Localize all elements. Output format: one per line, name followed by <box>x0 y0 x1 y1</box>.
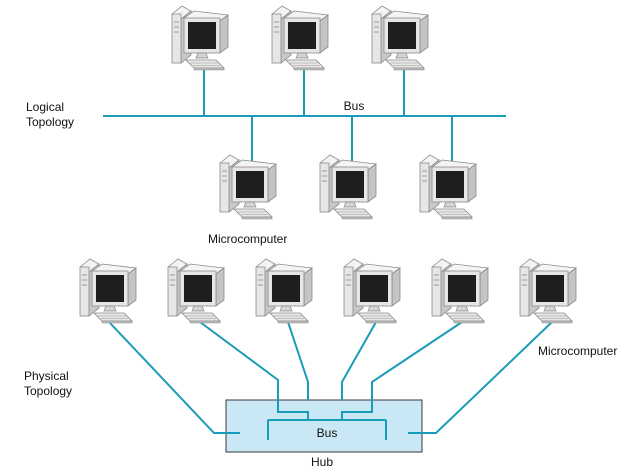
computer-icon <box>431 258 489 324</box>
logical-bus-label: Bus <box>343 99 365 113</box>
logical-wires <box>103 60 506 166</box>
computer-icon <box>167 258 225 324</box>
logical-topology-label-line2: Topology <box>26 115 75 129</box>
hub-internal-link-4 <box>341 400 373 420</box>
physical-wire-6 <box>422 321 553 434</box>
hub-label: Hub <box>310 455 334 469</box>
computer-icon <box>79 258 137 324</box>
physical-wire-5 <box>371 321 463 400</box>
logical-topology-label: Logical Topology <box>26 100 74 130</box>
hub-box <box>225 399 423 453</box>
physical-topology-label-line2: Topology <box>24 384 73 398</box>
computer-icon <box>255 258 313 324</box>
hub-internal-link-2 <box>277 400 309 420</box>
computer-icon <box>419 154 477 220</box>
physical-topology-label: Physical Topology <box>24 369 72 399</box>
computer-icon <box>519 258 577 324</box>
logical-computer-label: Microcomputer <box>208 232 288 246</box>
computer-icon <box>343 258 401 324</box>
computer-icon <box>371 5 429 71</box>
physical-wire-3 <box>287 321 309 400</box>
physical-wires <box>109 321 553 440</box>
physical-topology-label-line1: Physical <box>24 369 69 383</box>
physical-wire-1 <box>109 322 226 434</box>
physical-wire-2 <box>199 321 279 400</box>
computer-icon <box>219 154 277 220</box>
physical-computer-label: Microcomputer <box>538 344 618 358</box>
physical-wire-4 <box>341 321 377 400</box>
computer-icon <box>171 5 229 71</box>
hub-bus-label: Bus <box>316 426 338 440</box>
computer-icon <box>271 5 329 71</box>
logical-topology-label-line1: Logical <box>26 100 65 114</box>
computer-icon <box>319 154 377 220</box>
